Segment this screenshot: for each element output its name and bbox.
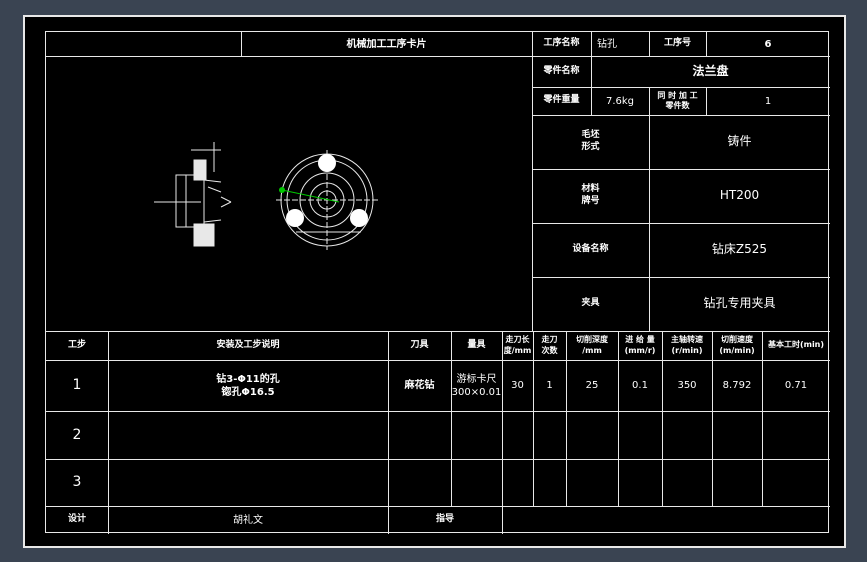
col-header: 切削速度 (m/min) bbox=[719, 335, 755, 355]
table-cell: 30 bbox=[511, 380, 524, 391]
table-cell: 麻花钻 bbox=[404, 380, 435, 391]
line bbox=[46, 459, 830, 460]
table-cell: 0.1 bbox=[632, 380, 648, 391]
blank-form-value: 铸件 bbox=[727, 134, 752, 149]
material-label: 材料 牌号 bbox=[581, 184, 600, 206]
col-header: 安装及工步说明 bbox=[216, 339, 280, 350]
line bbox=[532, 32, 533, 331]
blank-form-label: 毛坯 形式 bbox=[581, 130, 600, 152]
table-cell: 0.71 bbox=[784, 380, 808, 391]
line bbox=[706, 87, 707, 115]
line bbox=[388, 331, 389, 534]
line bbox=[706, 32, 707, 56]
equipment-label: 设备名称 bbox=[572, 244, 609, 255]
line bbox=[532, 87, 830, 88]
line bbox=[618, 331, 619, 506]
table-cell: 钻3-Φ11的孔 锪孔Φ16.5 bbox=[216, 373, 280, 398]
line bbox=[533, 331, 534, 506]
line bbox=[662, 331, 663, 506]
line bbox=[451, 331, 452, 506]
line bbox=[46, 506, 830, 507]
line bbox=[46, 331, 830, 332]
part-name-label: 零件名称 bbox=[543, 65, 580, 76]
line bbox=[649, 32, 650, 56]
col-header: 走刀 次数 bbox=[541, 335, 558, 355]
drawing-frame: 机械加工工序卡片 工序名称 钻孔 工序号 6 零件名称 法兰盘 零件重量 7.6… bbox=[23, 15, 846, 548]
side-view bbox=[154, 142, 232, 247]
part-name-value: 法兰盘 bbox=[692, 63, 729, 78]
simultaneous-parts-label: 同 时 加 工 零件数 bbox=[657, 90, 698, 110]
process-no-label: 工序号 bbox=[663, 38, 691, 49]
line bbox=[591, 32, 592, 56]
table-cell: 2 bbox=[72, 426, 82, 443]
simultaneous-parts-value: 1 bbox=[764, 95, 772, 107]
line bbox=[591, 56, 592, 87]
line bbox=[591, 87, 592, 115]
line bbox=[532, 277, 830, 278]
part-weight-label: 零件重量 bbox=[543, 95, 580, 106]
bolt-holes bbox=[286, 154, 368, 227]
line bbox=[46, 411, 830, 412]
line bbox=[712, 331, 713, 506]
line bbox=[46, 360, 830, 361]
line bbox=[762, 331, 763, 506]
process-card: 机械加工工序卡片 工序名称 钻孔 工序号 6 零件名称 法兰盘 零件重量 7.6… bbox=[45, 31, 830, 534]
line bbox=[502, 331, 503, 534]
col-header: 量具 bbox=[467, 339, 486, 350]
guide-label: 指导 bbox=[435, 514, 454, 525]
table-cell: 25 bbox=[585, 380, 599, 391]
part-weight-value: 7.6kg bbox=[605, 95, 635, 107]
process-name-label: 工序名称 bbox=[543, 38, 580, 49]
card-title: 机械加工工序卡片 bbox=[346, 38, 427, 50]
table-cell: 1 bbox=[546, 380, 553, 391]
table-cell: 1 bbox=[72, 377, 82, 394]
col-header: 工步 bbox=[67, 339, 86, 350]
line bbox=[532, 115, 830, 116]
col-header: 走刀长 度/mm bbox=[503, 335, 532, 355]
line bbox=[241, 32, 242, 56]
line bbox=[532, 223, 830, 224]
table-cell: 350 bbox=[677, 380, 697, 391]
guide-value bbox=[502, 506, 830, 534]
line bbox=[566, 331, 567, 506]
table-cell: 游标卡尺 300×0.01 bbox=[451, 373, 502, 398]
col-header: 主轴转速 (r/min) bbox=[671, 335, 703, 355]
col-header: 刀具 bbox=[410, 339, 429, 350]
line bbox=[108, 331, 109, 534]
col-header: 进 给 量 (mm/r) bbox=[624, 335, 656, 355]
line bbox=[46, 56, 830, 57]
equipment-value: 钻床Z525 bbox=[711, 242, 768, 257]
material-value: HT200 bbox=[719, 188, 760, 203]
selection-marker bbox=[279, 187, 285, 193]
table-cell: 3 bbox=[72, 474, 82, 491]
process-no-value: 6 bbox=[764, 38, 772, 50]
table-cell: 8.792 bbox=[722, 380, 752, 391]
col-header: 切削深度 /mm bbox=[576, 335, 608, 355]
line bbox=[532, 169, 830, 170]
fixture-value: 钻孔专用夹具 bbox=[703, 296, 776, 311]
part-drawing bbox=[154, 142, 378, 250]
designer-name: 胡礼文 bbox=[233, 514, 263, 526]
design-label: 设计 bbox=[67, 514, 86, 525]
process-name-value: 钻孔 bbox=[597, 38, 617, 50]
col-header: 基本工时(min) bbox=[767, 340, 825, 350]
line bbox=[649, 87, 650, 331]
fixture-label: 夹具 bbox=[581, 298, 600, 309]
